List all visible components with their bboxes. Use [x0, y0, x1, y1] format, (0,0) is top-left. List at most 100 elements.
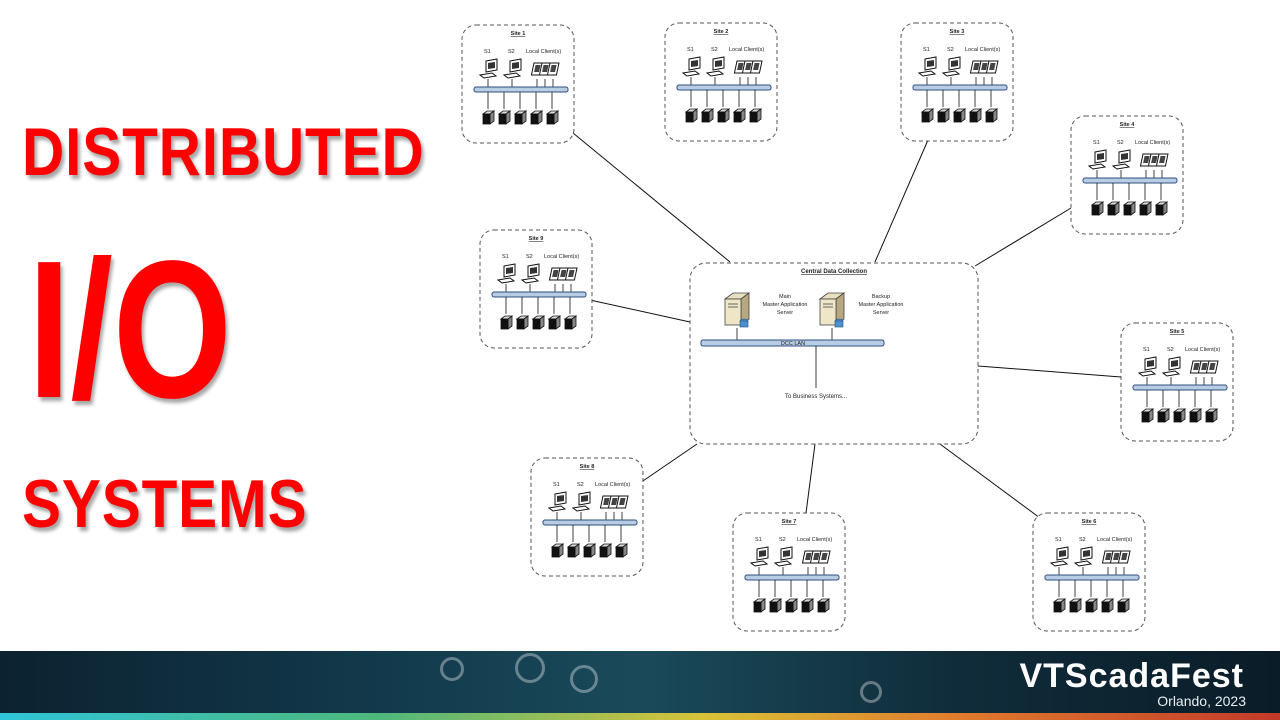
client-screen-inner	[753, 63, 760, 70]
client-screen-inner	[1151, 156, 1158, 163]
io-front	[500, 318, 509, 330]
site-lan-bus	[491, 291, 587, 298]
io-front	[583, 546, 592, 558]
site-title: Site 8	[580, 464, 595, 470]
station-label-s1: S1	[687, 47, 694, 53]
keyboard-shape	[681, 70, 701, 77]
station-label-s1: S1	[553, 482, 560, 488]
station-label-s2: S2	[711, 47, 718, 53]
link-line	[977, 365, 1122, 378]
site-title: Site 1	[511, 31, 526, 37]
title-line-distributed: DISTRIBUTED	[22, 114, 425, 190]
keyboard-shape	[502, 72, 522, 79]
client-screen-inner	[611, 498, 618, 505]
io-device-icon	[566, 543, 581, 558]
clients-label: Local Client(s)	[797, 537, 832, 543]
io-device-icon	[716, 108, 731, 123]
io-front	[482, 113, 491, 125]
io-front	[615, 546, 624, 558]
keyboard-shape	[749, 560, 769, 567]
keyboard-shape	[917, 70, 937, 77]
io-front	[567, 546, 576, 558]
io-front	[817, 601, 826, 613]
client-screen-inner	[1113, 553, 1120, 560]
clients-label: Local Client(s)	[729, 47, 764, 53]
site-border	[461, 24, 575, 144]
station-s1-icon	[749, 546, 769, 567]
io-device-icon	[499, 315, 514, 330]
backup-server-icon	[818, 292, 846, 328]
io-front	[599, 546, 608, 558]
site-border	[1120, 322, 1234, 442]
station-s2-icon	[571, 491, 591, 512]
screen-shape	[1097, 153, 1104, 160]
io-device-icon	[936, 108, 951, 123]
io-device-icon	[550, 543, 565, 558]
event-location: Orlando, 2023	[1157, 693, 1246, 709]
client-screen-inner	[603, 498, 610, 505]
main-server-label: Main	[779, 294, 791, 300]
site-title: Site 5	[1170, 329, 1185, 335]
client-screen-inner	[550, 65, 557, 72]
screen-shape	[1171, 360, 1178, 367]
station-s1-icon	[681, 56, 701, 77]
station-s1-icon	[917, 56, 937, 77]
screen-shape	[715, 60, 722, 67]
client-screen-inner	[805, 553, 812, 560]
io-front	[548, 318, 557, 330]
station-s1-icon	[496, 263, 516, 284]
io-front	[1107, 204, 1116, 216]
client-screen-inner	[989, 63, 996, 70]
io-front	[1139, 204, 1148, 216]
io-device-icon	[1156, 408, 1171, 423]
station-label-s2: S2	[1167, 347, 1174, 353]
io-device-icon	[684, 108, 699, 123]
server-front	[724, 298, 742, 326]
io-front	[1205, 411, 1214, 423]
client-screen-inner	[1121, 553, 1128, 560]
io-device-icon	[1172, 408, 1187, 423]
site-title: Site 4	[1120, 122, 1136, 128]
client-monitor-icon	[546, 62, 560, 76]
io-front	[1141, 411, 1150, 423]
io-device-icon	[563, 315, 578, 330]
clients-label: Local Client(s)	[544, 254, 579, 260]
client-monitor-icon	[615, 495, 629, 509]
decor-circle	[515, 653, 545, 683]
io-front	[985, 111, 994, 123]
keyboard-shape	[571, 505, 591, 512]
io-front	[1123, 204, 1132, 216]
io-front	[921, 111, 930, 123]
screen-shape	[1121, 153, 1128, 160]
clients-label: Local Client(s)	[965, 47, 1000, 53]
io-device-icon	[1188, 408, 1203, 423]
main-server-label: Server	[777, 310, 793, 316]
site-title: Site 3	[950, 29, 965, 35]
screen-shape	[691, 60, 698, 67]
client-monitor-icon	[749, 60, 763, 74]
screen-shape	[557, 495, 564, 502]
station-label-s2: S2	[577, 482, 584, 488]
station-label-s1: S1	[755, 537, 762, 543]
io-front	[733, 111, 742, 123]
client-screen-inner	[1209, 363, 1216, 370]
client-screen-inner	[813, 553, 820, 560]
link-line	[572, 132, 731, 263]
io-device-icon	[515, 315, 530, 330]
link-line	[939, 443, 1041, 519]
db-body	[739, 320, 749, 328]
footer-stripe	[0, 713, 1280, 720]
screen-shape	[759, 550, 766, 557]
link-line	[805, 443, 816, 514]
station-s2-icon	[520, 263, 540, 284]
backup-server-label: Backup	[872, 294, 890, 300]
io-device-icon	[1154, 201, 1169, 216]
site-title: Site 7	[782, 519, 797, 525]
io-device-icon	[1084, 598, 1099, 613]
io-front	[1085, 601, 1094, 613]
io-device-icon	[1122, 201, 1137, 216]
io-front	[1053, 601, 1062, 613]
